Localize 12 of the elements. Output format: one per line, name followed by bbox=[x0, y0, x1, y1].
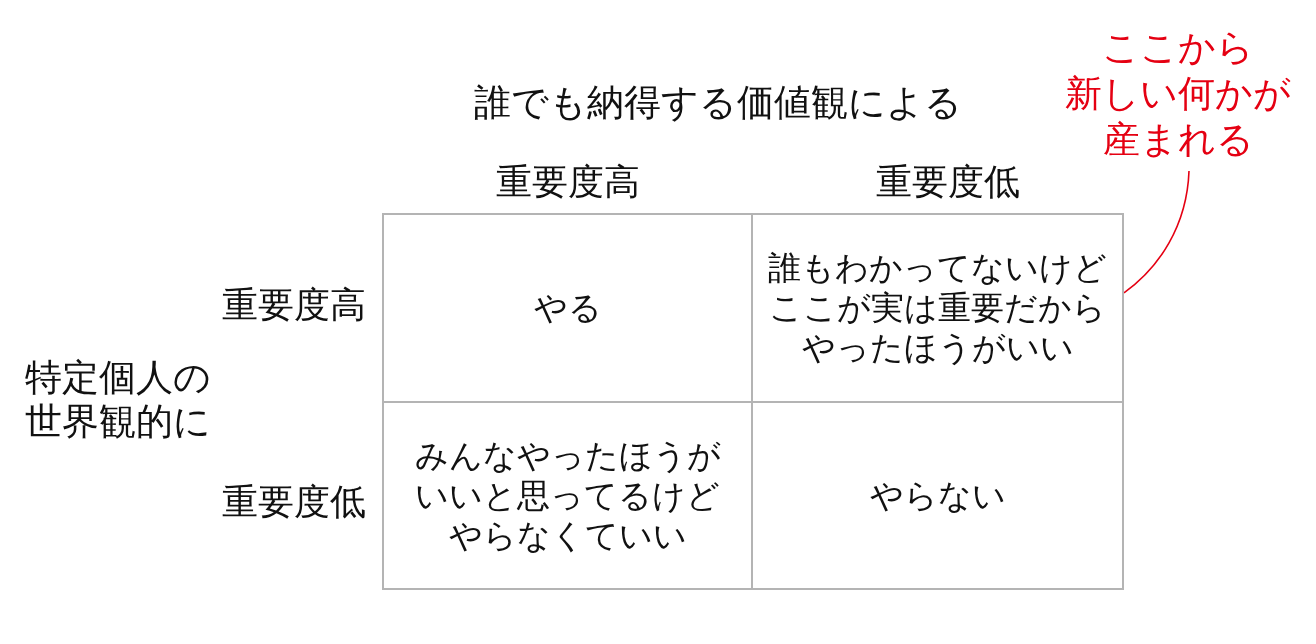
matrix-cell: みんなやったほうがいいと思ってるけどやらなくていい bbox=[382, 401, 753, 590]
column-header: 重要度高 bbox=[496, 160, 640, 204]
column-header: 重要度低 bbox=[876, 160, 1020, 204]
matrix-cell: やる bbox=[382, 213, 753, 403]
row-header: 重要度高 bbox=[222, 283, 366, 327]
callout-text: ここから新しい何かが産まれる bbox=[1062, 25, 1294, 163]
matrix-cell: やらない bbox=[751, 401, 1124, 590]
leader-line bbox=[1123, 170, 1190, 294]
axis-title: 誰でも納得する価値観による bbox=[474, 80, 962, 126]
matrix-cell: 誰もわかってないけどここが実は重要だからやったほうがいい bbox=[751, 213, 1124, 403]
axis-label: 特定個人の世界観的に bbox=[25, 356, 212, 444]
row-header: 重要度低 bbox=[222, 480, 366, 524]
